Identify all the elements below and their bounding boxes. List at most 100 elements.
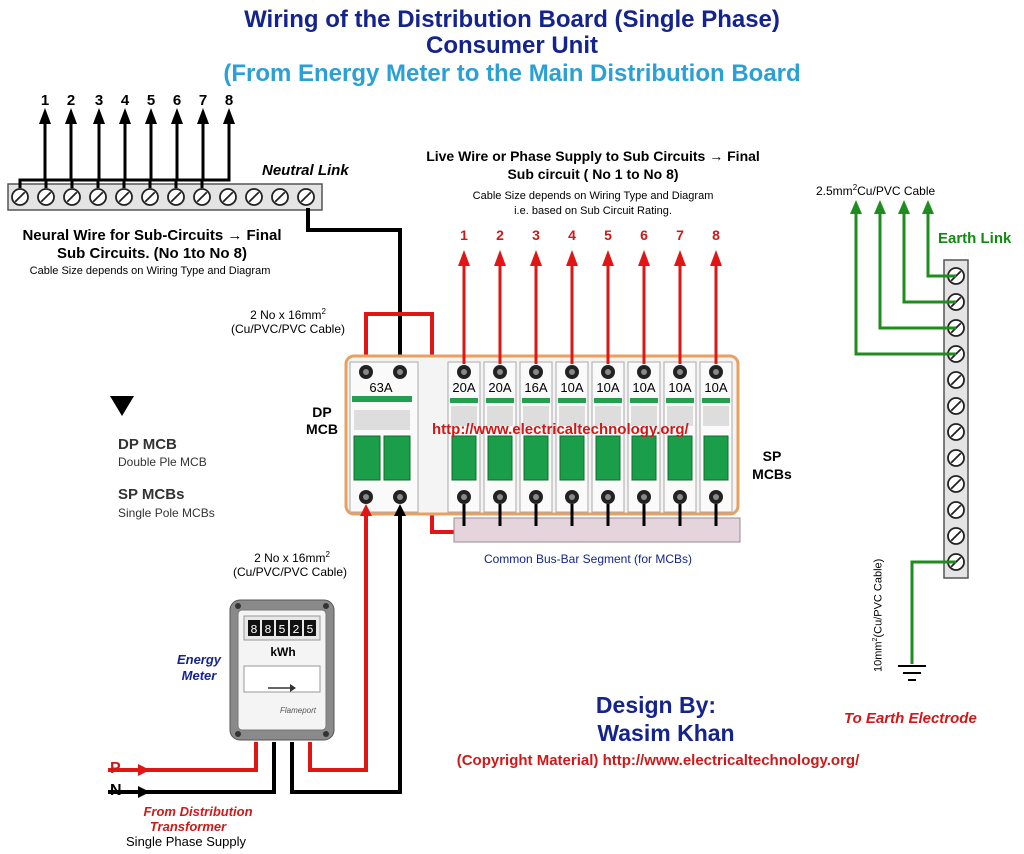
neutral-screw-5-slot xyxy=(118,191,130,203)
board-watermark: http://www.electricaltechnology.org/ xyxy=(432,421,689,438)
neutral-arrowhead-1 xyxy=(39,108,51,124)
supply-p-label: P xyxy=(110,760,121,777)
earth-wire-1 xyxy=(854,210,956,356)
neutral-arrowhead-2 xyxy=(65,108,77,124)
sp-mcb-label-2 xyxy=(487,406,513,426)
meter-digit-box-1 xyxy=(248,620,260,636)
sp-mcb-toggle-4 xyxy=(559,435,585,481)
cable-top-line2: (Cu/PVC/PVC Cable) xyxy=(230,322,346,336)
sp-label-line1: SP xyxy=(762,448,782,464)
neutral-screw-3-slot xyxy=(66,191,78,203)
live-arrowhead-7 xyxy=(674,250,686,266)
busbar xyxy=(453,517,741,543)
dp-label-line2: MCB xyxy=(306,421,338,437)
neutral-number-6: 6 xyxy=(172,92,182,109)
sp-mcb-label-4 xyxy=(559,406,585,426)
meter-digit-box-2 xyxy=(262,620,274,636)
earth-screw-11-slot xyxy=(950,530,962,542)
earth-arrowhead-2 xyxy=(874,200,886,214)
earth-wire-3 xyxy=(902,210,956,304)
earth-screw-5-slot xyxy=(950,374,962,386)
sp-mcb-terminal-core-3-1 xyxy=(533,494,539,500)
sp-mcb-indicator-3 xyxy=(522,398,550,403)
neutral-arrowhead-8 xyxy=(223,108,235,124)
sp-mcb-toggle-6 xyxy=(631,435,657,481)
meter-digit-5: 5 xyxy=(306,623,313,637)
live-number-8: 8 xyxy=(712,227,720,243)
sp-mcb-label-3 xyxy=(523,406,549,426)
sp-mcb-terminal-core-1-0 xyxy=(461,369,467,375)
neutral-arrow-5 xyxy=(122,120,153,188)
neutral-arrow-6 xyxy=(148,120,179,188)
neutral-supply-wire xyxy=(108,742,276,794)
sp-mcb-terminal-core-3-0 xyxy=(533,369,539,375)
meter-label-line2: Meter xyxy=(181,668,217,683)
neutral-arrowhead-6 xyxy=(171,108,183,124)
dp-rating: 63A xyxy=(369,380,393,395)
neutral-sub-circuit-arrows xyxy=(18,108,235,188)
supply-n-label: N xyxy=(110,782,122,799)
supply-from-line2: Transformer xyxy=(149,819,227,834)
sp-mcb-label-5 xyxy=(595,406,621,426)
earth-arrowhead-4 xyxy=(922,200,934,214)
sp-mcb-indicator-6 xyxy=(630,398,658,403)
earth-wires xyxy=(850,200,956,356)
earth-symbol-icon xyxy=(898,665,926,681)
meter-label-line1: Energy xyxy=(176,652,222,667)
live-arrowhead-4 xyxy=(566,250,578,266)
neutral-screw-7-slot xyxy=(170,191,182,203)
earth-link-bar xyxy=(943,259,969,579)
legend-sp-sub: Single Pole MCBs xyxy=(118,506,215,520)
sp-mcb-toggle-7 xyxy=(667,435,693,481)
cable-bottom-line1: 2 No x 16mm2 xyxy=(254,550,330,565)
earth-screw-10-slot xyxy=(950,504,962,516)
sp-mcb-indicator-8 xyxy=(702,398,730,403)
credit-copyright: (Copyright Material) http://www.electric… xyxy=(456,752,860,769)
dp-mcb xyxy=(349,361,419,513)
meter-digit-4: 2 xyxy=(292,623,299,637)
sp-rating-6: 10A xyxy=(632,380,656,395)
sp-mcb-toggle-3 xyxy=(523,435,549,481)
meter-digit-box-4 xyxy=(290,620,302,636)
sp-mcb-terminal-core-2-0 xyxy=(497,369,503,375)
neutral-desc-line3: Cable Size depends on Wiring Type and Di… xyxy=(29,265,271,277)
meter-neutral-out xyxy=(290,508,402,794)
title-line3: (From Energy Meter to the Main Distribut… xyxy=(223,60,801,87)
neutral-link-label: Neutral Link xyxy=(262,162,349,179)
neutral-number-7: 7 xyxy=(198,92,208,109)
cable-bottom-line2: (Cu/PVC/PVC Cable) xyxy=(232,565,348,579)
neutral-desc-line2: Sub Circuits. (No 1to No 8) xyxy=(56,245,248,262)
neutral-number-3: 3 xyxy=(94,92,104,109)
sp-mcb-terminal-core-1-1 xyxy=(461,494,467,500)
sp-mcb-terminal-core-4-0 xyxy=(569,369,575,375)
live-arrowhead-5 xyxy=(602,250,614,266)
sp-rating-7: 10A xyxy=(668,380,692,395)
meter-digit-box-5 xyxy=(304,620,316,636)
neutral-screw-12-slot xyxy=(300,191,312,203)
cable-top-line1: 2 No x 16mm2 xyxy=(250,307,326,322)
meter-brand: Flameport xyxy=(280,706,317,715)
earth-wire-2 xyxy=(878,210,956,330)
earth-screw-8-slot xyxy=(950,452,962,464)
live-number-2: 2 xyxy=(496,227,504,243)
neutral-arrow-2 xyxy=(44,120,73,188)
neutral-number-8: 8 xyxy=(224,92,234,109)
sp-mcb-terminal-core-2-1 xyxy=(497,494,503,500)
earth-link-screws xyxy=(947,267,965,571)
sp-mcb-terminal-core-7-0 xyxy=(677,369,683,375)
neutral-screw-8-slot xyxy=(196,191,208,203)
neutral-desc-line1: Neural Wire for Sub-Circuits → Final xyxy=(22,227,282,244)
live-number-7: 7 xyxy=(676,227,684,243)
neutral-screw-4-slot xyxy=(92,191,104,203)
title-line2: Consumer Unit xyxy=(425,32,599,59)
neutral-screw-1-slot xyxy=(14,191,26,203)
meter-digit-box-3 xyxy=(276,620,288,636)
sp-mcb-terminal-core-4-1 xyxy=(569,494,575,500)
earth-arrowhead-3 xyxy=(898,200,910,214)
sp-mcb-terminal-core-5-0 xyxy=(605,369,611,375)
live-desc-line2: Sub circuit ( No 1 to No 8) xyxy=(507,166,679,182)
legend-sp-title: SP MCBs xyxy=(118,486,185,503)
